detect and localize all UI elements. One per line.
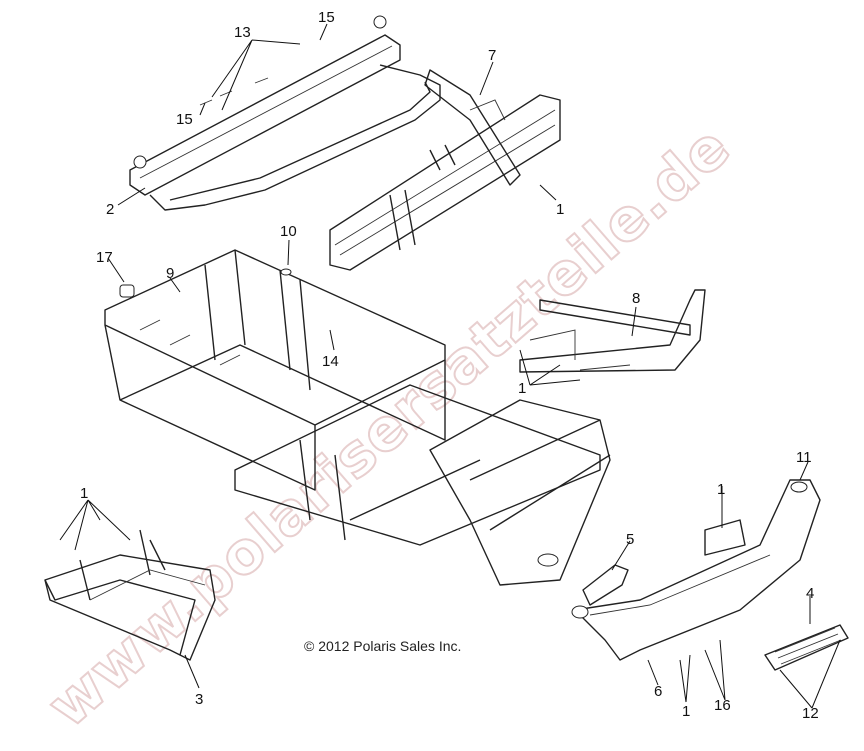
callout-16: 16 [714, 697, 731, 714]
cargo-frame-part [129, 15, 441, 211]
callout-9: 9 [166, 265, 174, 282]
callout-2: 2 [106, 201, 114, 218]
front-bumper-part [571, 479, 821, 661]
callout-15: 15 [318, 9, 335, 26]
callout-13: 13 [234, 24, 251, 41]
side-bracket-part [519, 289, 706, 373]
footwell-frame-part [44, 529, 216, 661]
callout-8: 8 [632, 290, 640, 307]
bracket-part [582, 564, 629, 606]
callout-3: 3 [195, 691, 203, 708]
callout-1: 1 [556, 201, 564, 218]
callout-5: 5 [626, 531, 634, 548]
callout-10: 10 [280, 223, 297, 240]
bed-mount-frame-part [329, 69, 561, 271]
cap-part [790, 481, 808, 493]
callout-14: 14 [322, 353, 339, 370]
callout-15: 15 [176, 111, 193, 128]
callout-1: 1 [682, 703, 690, 720]
callout-7: 7 [488, 47, 496, 64]
callout-4: 4 [806, 585, 814, 602]
callout-1: 1 [717, 481, 725, 498]
callout-17: 17 [96, 249, 113, 266]
callout-6: 6 [654, 683, 662, 700]
leader-lines [59, 23, 841, 709]
copyright-notice: © 2012 Polaris Sales Inc. [304, 638, 461, 654]
grille-plate-part [764, 624, 849, 671]
grommet-part [280, 268, 292, 276]
bump-stop-part [119, 284, 135, 298]
callout-11: 11 [796, 449, 812, 466]
main-frame-part [104, 249, 611, 586]
callout-1: 1 [80, 485, 88, 502]
callout-12: 12 [802, 705, 819, 722]
callout-1: 1 [518, 380, 526, 397]
